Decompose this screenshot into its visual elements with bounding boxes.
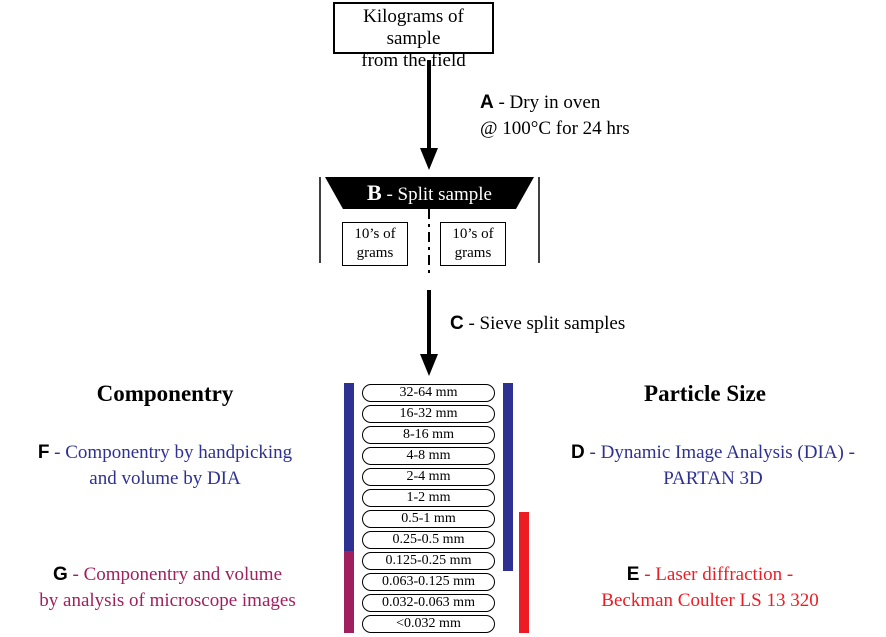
bar-g-magenta — [344, 551, 354, 633]
step-d-letter: D — [571, 442, 585, 463]
step-a: A - Dry in oven @ 100°C for 24 hrs — [480, 90, 680, 142]
sieve-box: 4-8 mm — [362, 447, 495, 465]
step-f-line-2: and volume by DIA — [89, 468, 241, 489]
step-a-letter: A — [480, 92, 494, 113]
step-c: C - Sieve split samples — [450, 311, 710, 337]
step-b-letter: B — [367, 180, 382, 205]
split-right-line-1: 10’s of — [452, 226, 494, 242]
step-g: G - Componentry and volume by analysis o… — [0, 562, 335, 614]
sieve-box: 0.5-1 mm — [362, 510, 495, 528]
sieve-box: 8-16 mm — [362, 426, 495, 444]
sieve-box: 0.063-0.125 mm — [362, 573, 495, 591]
sieve-box: 0.032-0.063 mm — [362, 594, 495, 612]
sieve-box: 1-2 mm — [362, 489, 495, 507]
sieve-box: 16-32 mm — [362, 405, 495, 423]
arrow-c — [420, 290, 438, 376]
step-d: D - Dynamic Image Analysis (DIA) - PARTA… — [540, 440, 886, 492]
sieve-box: <0.032 mm — [362, 615, 495, 633]
step-g-line-1: - Componentry and volume — [67, 564, 283, 585]
step-e-line-2: Beckman Coulter LS 13 320 — [601, 590, 819, 611]
step-g-letter: G — [52, 564, 68, 585]
step-a-line-2: @ 100°C for 24 hrs — [480, 118, 630, 139]
step-e-letter: E — [626, 564, 640, 585]
step-f: F - Componentry by handpicking and volum… — [0, 440, 330, 492]
step-c-letter: C — [450, 313, 464, 334]
source-line-1: Kilograms of sample — [363, 6, 464, 49]
step-b-text: - Split sample — [381, 184, 492, 205]
step-c-text: - Sieve split samples — [463, 313, 626, 334]
sieve-box: 2-4 mm — [362, 468, 495, 486]
sieve-box: 0.125-0.25 mm — [362, 552, 495, 570]
heading-particle-size: Particle Size — [644, 381, 766, 406]
step-d-line-2: PARTAN 3D — [663, 468, 763, 489]
split-funnel — [319, 177, 540, 278]
split-right-line-2: grams — [454, 245, 492, 261]
split-left-line-1: 10’s of — [354, 226, 396, 242]
step-f-letter: F — [37, 442, 50, 463]
heading-componentry: Componentry — [96, 381, 234, 406]
split-right-box: 10’s of grams — [440, 222, 506, 266]
sieve-box: 32-64 mm — [362, 384, 495, 402]
step-b: B - Split sample — [343, 180, 516, 208]
split-left-box: 10’s of grams — [342, 222, 408, 266]
step-g-line-2: by analysis of microscope images — [39, 590, 296, 611]
step-e-line-1: - Laser diffraction - — [639, 564, 794, 585]
arrow-a — [420, 60, 438, 170]
bar-d-blue — [503, 383, 513, 571]
step-a-line-1: - Dry in oven — [493, 92, 601, 113]
step-e: E - Laser diffraction - Beckman Coulter … — [545, 562, 875, 614]
step-f-line-1: - Componentry by handpicking — [49, 442, 293, 463]
source-line-2: from the field — [361, 50, 466, 71]
step-d-line-1: - Dynamic Image Analysis (DIA) - — [584, 442, 855, 463]
sieve-box: 0.25-0.5 mm — [362, 531, 495, 549]
split-left-line-2: grams — [356, 245, 394, 261]
bar-e-red — [519, 512, 529, 633]
bar-f-blue — [344, 383, 354, 551]
source-box: Kilograms of sample from the field — [333, 2, 494, 71]
